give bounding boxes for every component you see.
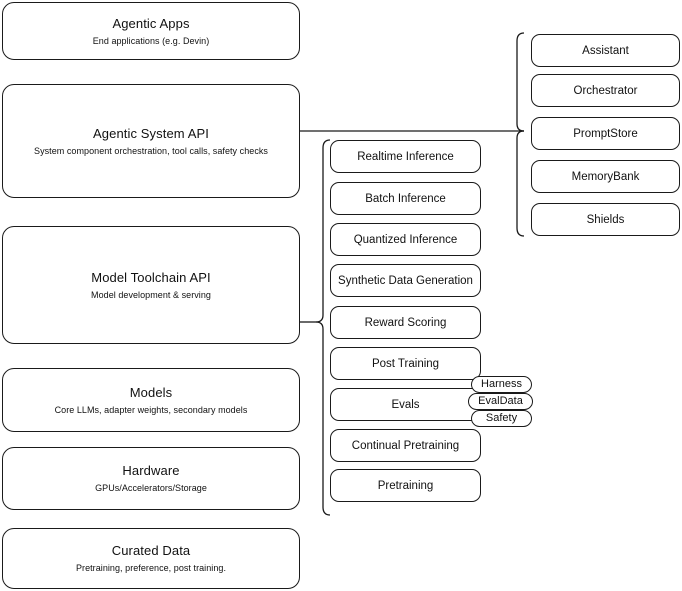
stack-layer-agentic-apps[interactable]: Agentic Apps End applications (e.g. Devi… [2,2,300,60]
toolchain-component-realtime-inference[interactable]: Realtime Inference [330,140,481,173]
stack-layer-model-toolchain-api[interactable]: Model Toolchain API Model development & … [2,226,300,344]
toolchain-component-batch-inference[interactable]: Batch Inference [330,182,481,215]
component-label: Pretraining [377,479,434,492]
badge-label: Safety [485,412,518,424]
toolchain-component-synthetic-data-generation[interactable]: Synthetic Data Generation [330,264,481,297]
toolchain-component-evals[interactable]: Evals [330,388,481,421]
component-label: Evals [391,398,420,411]
component-label: Quantized Inference [353,233,458,246]
system-component-memorybank[interactable]: MemoryBank [531,160,680,193]
toolchain-component-quantized-inference[interactable]: Quantized Inference [330,223,481,256]
layer-title: Agentic Apps [112,15,190,31]
system-component-orchestrator[interactable]: Orchestrator [531,74,680,107]
component-label: Continual Pretraining [351,439,460,452]
system-component-assistant[interactable]: Assistant [531,34,680,67]
layer-subtitle: System component orchestration, tool cal… [34,145,268,156]
evals-badge-harness[interactable]: Harness [471,376,532,393]
layer-title: Curated Data [111,543,191,558]
component-label: Realtime Inference [357,150,454,163]
component-label: PromptStore [573,127,638,140]
stack-layer-models[interactable]: Models Core LLMs, adapter weights, secon… [2,368,300,432]
stack-layer-hardware[interactable]: Hardware GPUs/Accelerators/Storage [2,447,300,510]
toolchain-component-reward-scoring[interactable]: Reward Scoring [330,306,481,339]
component-label: Assistant [582,44,629,57]
layer-title: Models [129,384,173,400]
evals-badge-safety[interactable]: Safety [471,410,532,427]
toolchain-component-pretraining[interactable]: Pretraining [330,469,481,502]
stack-layer-curated-data[interactable]: Curated Data Pretraining, preference, po… [2,528,300,589]
stack-layer-agentic-system-api[interactable]: Agentic System API System component orch… [2,84,300,198]
layer-title: Hardware [122,463,180,478]
layer-subtitle: End applications (e.g. Devin) [92,35,210,46]
component-label: Synthetic Data Generation [338,274,473,287]
system-component-shields[interactable]: Shields [531,203,680,236]
component-label: MemoryBank [571,170,640,183]
toolchain-component-continual-pretraining[interactable]: Continual Pretraining [330,429,481,462]
layer-subtitle: Core LLMs, adapter weights, secondary mo… [54,404,248,415]
system-component-promptstore[interactable]: PromptStore [531,117,680,150]
badge-label: EvalData [478,395,523,407]
component-label: Post Training [371,357,440,370]
component-label: Orchestrator [573,84,638,97]
component-label: Batch Inference [365,192,446,205]
layer-subtitle: Pretraining, preference, post training. [75,563,227,573]
component-label: Reward Scoring [364,316,447,329]
evals-badge-evaldata[interactable]: EvalData [468,393,533,410]
layer-subtitle: Model development & serving [91,289,211,300]
layer-subtitle: GPUs/Accelerators/Storage [95,483,207,493]
layer-title: Model Toolchain API [91,269,211,285]
component-label: Shields [586,213,625,226]
toolchain-component-post-training[interactable]: Post Training [330,347,481,380]
badge-label: Harness [481,378,522,390]
layer-title: Agentic System API [93,125,209,141]
